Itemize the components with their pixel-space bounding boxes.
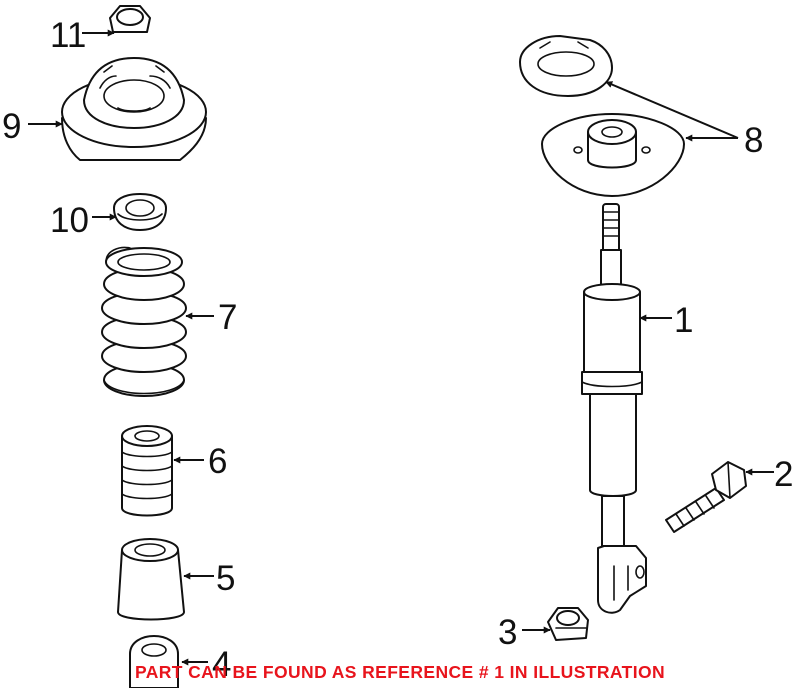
leader-8a: [605, 81, 739, 139]
callout-5: 5: [216, 559, 235, 598]
callout-2: 2: [774, 455, 793, 494]
callout-3: 3: [498, 613, 517, 652]
part-4-lower-bushing: [129, 635, 179, 688]
part-9-strut-mount: [61, 57, 207, 161]
callout-4: 4: [212, 645, 231, 684]
callout-7: 7: [218, 298, 237, 337]
callout-10: 10: [50, 201, 89, 240]
callout-6: 6: [208, 442, 227, 481]
part-1-shock-absorber: [581, 203, 647, 614]
part-11-top-nut: [109, 5, 151, 33]
callout-9: 9: [2, 107, 21, 146]
part-3-lower-nut: [547, 607, 589, 641]
part-10-bearing: [113, 193, 167, 231]
part-8-upper-mount-plate: [541, 113, 685, 197]
part-6-bump-stop: [121, 425, 173, 517]
part-7-coil-spring: [101, 246, 187, 397]
callout-1: 1: [674, 301, 693, 340]
part-8-spring-seat: [519, 35, 613, 97]
part-2-bolt: [665, 461, 747, 533]
reference-note: PART CAN BE FOUND AS REFERENCE # 1 IN IL…: [134, 662, 666, 682]
callout-8: 8: [744, 121, 763, 160]
part-5-dust-boot: [117, 538, 185, 621]
callout-11: 11: [50, 16, 86, 55]
